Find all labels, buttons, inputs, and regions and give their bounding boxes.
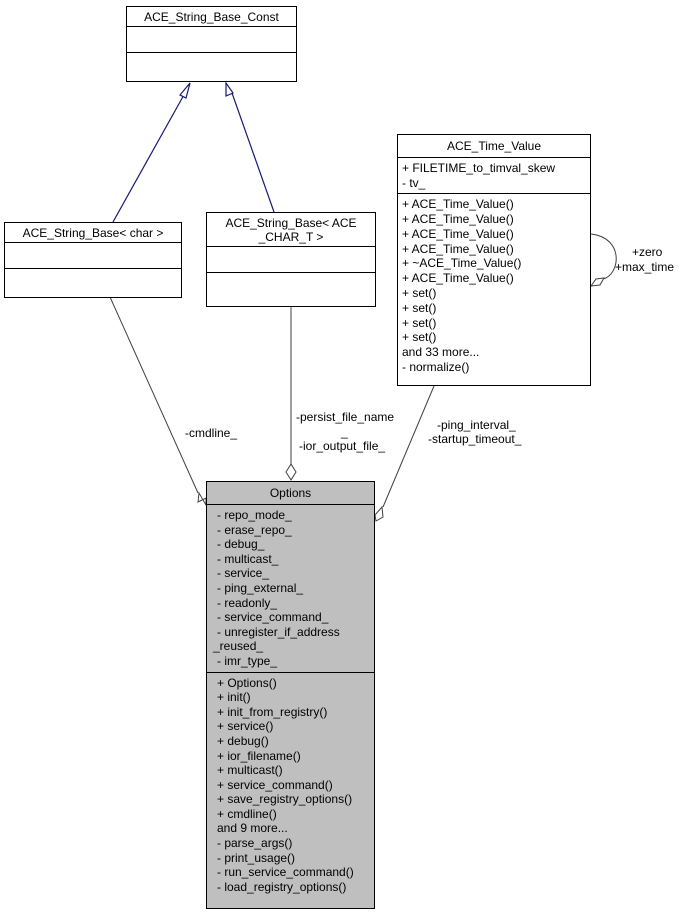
class-options[interactable]: Options - repo_mode_ - erase_repo_ - deb…	[206, 481, 375, 909]
attribute-continuation: _reused_	[213, 639, 264, 654]
method: + save_registry_options()	[217, 792, 353, 807]
method: + ~ACE_Time_Value()	[402, 256, 522, 271]
method: - run_service_command()	[217, 865, 354, 880]
class-name: ACE_String_Base< ACE _CHAR_T >	[207, 213, 375, 247]
edge-label-cmdline: -cmdline_	[185, 426, 238, 440]
class-ace-string-base-ace-char-t[interactable]: ACE_String_Base< ACE _CHAR_T >	[206, 212, 376, 307]
method: + ACE_Time_Value()	[402, 271, 514, 286]
method: + set()	[402, 285, 437, 300]
edge-label-max-time: +max_time	[615, 260, 675, 274]
edge-label-startup-timeout: -startup_timeout_	[428, 432, 522, 446]
attribute: + FILETIME_to_timval_skew	[402, 161, 556, 175]
method: - load_registry_options()	[217, 879, 347, 894]
self-composition-edge	[590, 233, 617, 280]
attribute: - erase_repo_	[217, 522, 292, 537]
class-name: ACE_String_Base< char >	[5, 223, 181, 243]
attribute: - debug_	[217, 537, 265, 552]
method: - print_usage()	[217, 850, 296, 865]
attribute: - tv_	[402, 175, 426, 190]
edge-label-ping-interval: -ping_interval_	[437, 418, 516, 432]
attribute: - service_	[217, 566, 270, 581]
methods-section: + ACE_Time_Value() + ACE_Time_Value() + …	[398, 194, 590, 378]
method: + service()	[217, 719, 274, 734]
attribute: - multicast_	[217, 551, 279, 566]
class-name: ACE_String_Base_Const	[127, 7, 296, 27]
method: + set()	[402, 300, 437, 315]
class-ace-string-base-const[interactable]: ACE_String_Base_Const	[126, 6, 297, 82]
edge-label-persist-file-name-cont: _	[341, 425, 348, 439]
attributes-section	[127, 27, 296, 53]
method: + cmdline()	[217, 806, 277, 821]
method: + ACE_Time_Value()	[402, 211, 514, 226]
class-name-line-2: _CHAR_T >	[258, 230, 324, 244]
method: - normalize()	[402, 359, 470, 374]
edge-label-ior-output-file: -ior_output_file_	[299, 439, 386, 453]
more-methods: and 33 more...	[402, 345, 480, 360]
method: + multicast()	[217, 763, 283, 778]
composition-edge-cmdline	[109, 296, 199, 494]
method: + ACE_Time_Value()	[402, 226, 514, 241]
attribute: - ping_external_	[217, 580, 304, 595]
attribute: - readonly_	[217, 595, 278, 610]
attributes-section	[207, 247, 375, 273]
attribute: - service_command_	[217, 610, 329, 625]
method: + Options()	[217, 675, 277, 690]
method: - parse_args()	[217, 836, 293, 851]
attributes-section	[5, 243, 181, 269]
more-methods: and 9 more...	[217, 821, 288, 836]
class-ace-time-value[interactable]: ACE_Time_Value + FILETIME_to_timval_skew…	[397, 134, 591, 386]
edge-label-zero: +zero	[632, 245, 663, 259]
composition-edge-ping	[382, 385, 435, 508]
methods-section	[5, 269, 181, 294]
edge-label-persist-file-name: -persist_file_name	[296, 410, 395, 424]
class-name-line-1: ACE_String_Base< ACE	[225, 216, 357, 230]
inheritance-arrowhead-char	[179, 82, 191, 99]
class-name: ACE_Time_Value	[398, 135, 590, 158]
attribute: - repo_mode_	[217, 508, 292, 522]
methods-section: + Options() + init() + init_from_registr…	[207, 673, 374, 898]
inheritance-arrowhead-ace-char	[225, 81, 234, 97]
attributes-section: + FILETIME_to_timval_skew - tv_	[398, 158, 590, 195]
inheritance-edge-ace-char	[231, 92, 275, 213]
attributes-section: - repo_mode_ - erase_repo_ - debug_ - mu…	[207, 505, 374, 673]
composition-diamond-ping	[374, 505, 384, 522]
method: + set()	[402, 315, 437, 330]
method: + debug()	[217, 733, 269, 748]
method: + service_command()	[217, 777, 333, 792]
method: + ACE_Time_Value()	[402, 197, 514, 212]
attribute: - imr_type_	[217, 653, 278, 668]
composition-diamond-persist	[285, 463, 297, 481]
inheritance-edge-char	[112, 92, 186, 223]
composition-diamond-cmdline	[197, 491, 207, 507]
class-ace-string-base-char[interactable]: ACE_String_Base< char >	[4, 222, 182, 298]
method: + init_from_registry()	[217, 704, 328, 719]
methods-section	[207, 273, 375, 298]
method: + ior_filename()	[217, 748, 301, 763]
self-composition-diamond	[589, 277, 605, 287]
class-name: Options	[207, 482, 374, 505]
method: + ACE_Time_Value()	[402, 241, 514, 256]
methods-section	[127, 53, 296, 78]
method: + init()	[217, 690, 251, 705]
attribute: - unregister_if_address	[217, 624, 340, 639]
method: + set()	[402, 330, 437, 345]
